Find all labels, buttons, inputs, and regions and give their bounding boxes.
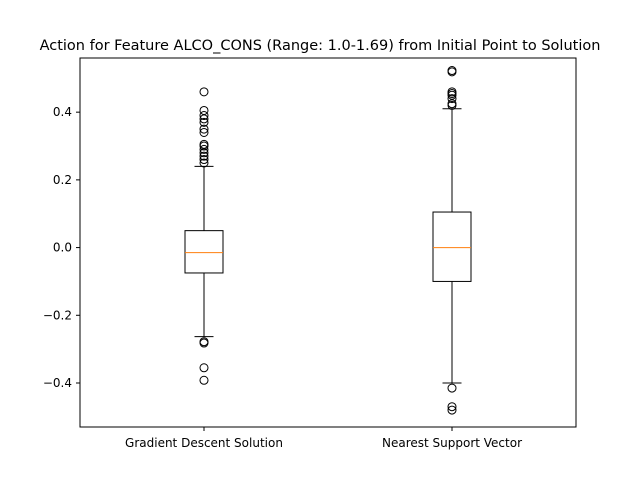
y-tick-label: −0.2 [43, 308, 72, 322]
outlier-point [199, 141, 209, 151]
outlier-point [199, 117, 209, 127]
x-tick-label: Nearest Support Vector [382, 436, 522, 450]
outlier-point [447, 67, 457, 77]
outlier-point [447, 402, 457, 412]
y-tick-label: 0.0 [53, 241, 72, 255]
outlier-point [199, 158, 209, 168]
outlier-point [199, 111, 209, 121]
iqr-box [432, 211, 472, 282]
y-tick-label: 0.2 [53, 173, 72, 187]
outlier-point [447, 405, 457, 415]
y-tick-label: −0.4 [43, 376, 72, 390]
outlier-point [199, 363, 209, 373]
outlier-point [447, 94, 457, 104]
outlier-point [199, 338, 209, 348]
axes-frame [79, 57, 577, 428]
x-tick-label: Gradient Descent Solution [125, 436, 283, 450]
outlier-point [199, 144, 209, 154]
outlier-point [199, 155, 209, 165]
outlier-point [447, 383, 457, 393]
chart-title: Action for Feature ALCO_CONS (Range: 1.0… [40, 38, 601, 54]
outlier-point [199, 124, 209, 134]
y-tick-label: 0.4 [53, 105, 72, 119]
outlier-point [447, 100, 457, 110]
outlier-point [199, 127, 209, 137]
outlier-point [199, 151, 209, 161]
iqr-box [184, 230, 224, 274]
outlier-point [199, 375, 209, 385]
outlier-point [199, 148, 209, 158]
outlier-point [199, 114, 209, 124]
outlier-point [199, 87, 209, 97]
